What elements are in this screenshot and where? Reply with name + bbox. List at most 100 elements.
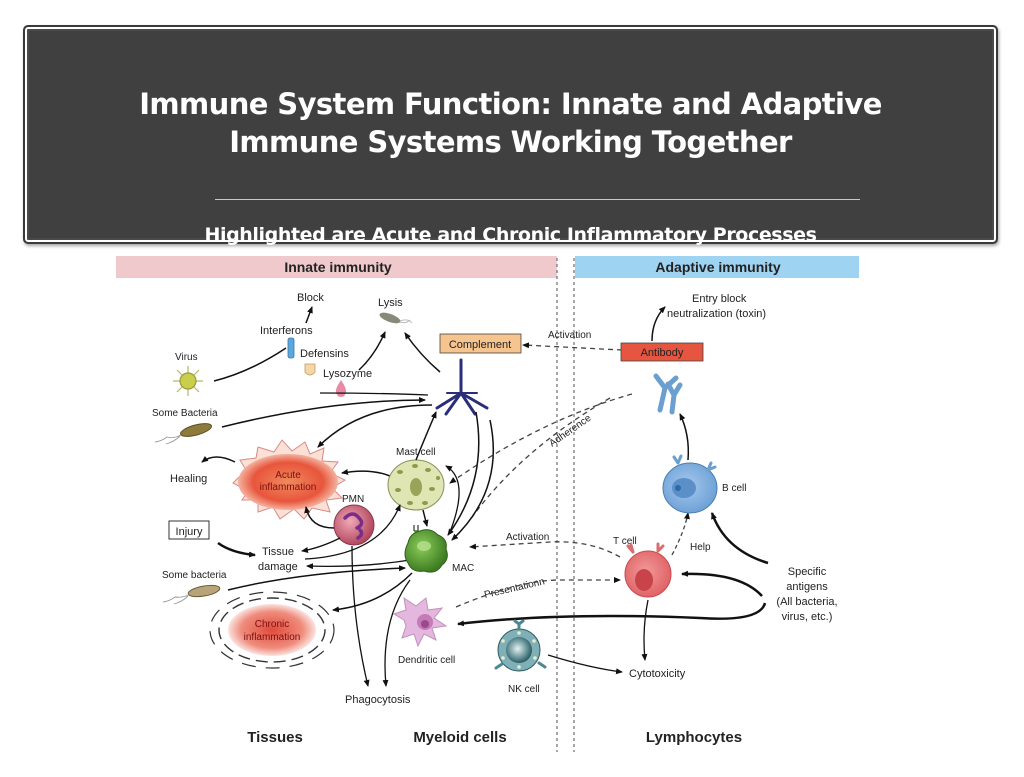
pmn-cell-icon	[333, 504, 375, 546]
arrow-nkcell-cytotoxicity	[547, 654, 623, 675]
t-cell-icon	[624, 542, 672, 598]
column-label-myeloid-cells: Myeloid cells	[413, 729, 506, 746]
bacterium-icon-top	[154, 423, 213, 445]
arrow-interferons-block	[305, 306, 313, 324]
label-mast-cell: Mast cell	[396, 447, 435, 458]
defensin-icon	[304, 363, 316, 376]
label-chronic-1: Chronic	[255, 619, 289, 630]
label-specific-2: antigens	[786, 581, 828, 593]
column-label-lymphocytes: Lymphocytes	[646, 729, 742, 746]
label-activation-mid: Activation	[506, 532, 549, 543]
dendritic-cell-icon	[392, 596, 448, 648]
arrow-lysozyme-mac-complex	[319, 392, 429, 396]
arrow-antibody-entry-block	[651, 306, 666, 342]
arrow-pmn-acute	[304, 506, 335, 529]
arrow-mast-mac-complex	[415, 411, 437, 461]
b-cell-icon	[662, 454, 718, 514]
slide-subtitle: Highlighted are Acute and Chronic Inflam…	[204, 224, 817, 246]
nk-cell-icon	[494, 619, 547, 672]
title-panel: Immune System Function: Innate and Adapt…	[23, 25, 998, 246]
macrophage-icon	[404, 525, 448, 573]
arrow-injury-tissue	[217, 541, 256, 558]
arrow-pmn-tissue	[301, 537, 341, 553]
injury-box	[168, 520, 210, 540]
arrow-mac-mast	[445, 465, 460, 533]
arrow-tcell-bcell-help	[671, 512, 690, 556]
label-mac: MAC	[452, 563, 474, 574]
membrane-attack-complex-icon	[435, 358, 489, 416]
virus-icon	[173, 366, 203, 396]
arrow-mac-complex-mac-2	[451, 419, 494, 541]
arrow-antigens-bcell	[710, 512, 769, 565]
label-pmn: PMN	[342, 494, 364, 505]
mast-cell-icon	[387, 459, 445, 511]
label-b-cell: B cell	[722, 483, 746, 494]
label-help: Help	[690, 542, 711, 553]
label-some-bacteria-top: Some Bacteria	[152, 408, 218, 419]
label-acute-1: Acute	[275, 470, 301, 481]
arrow-tcell-cytotoxicity	[641, 599, 649, 661]
label-specific-1: Specific	[788, 566, 827, 578]
slide-title-line-2: Immune Systems Working Together	[229, 125, 792, 159]
label-specific-4: virus, etc.)	[782, 611, 833, 623]
adaptive-band	[575, 256, 859, 278]
arrow-bacteria-mac	[227, 565, 406, 591]
arrow-adherence	[449, 393, 633, 484]
label-antibody: Antibody	[641, 347, 684, 359]
arrow-tissue-mast	[304, 504, 401, 560]
adaptive-band-label: Adaptive immunity	[655, 259, 780, 275]
antibody-icon	[653, 373, 683, 415]
label-t-cell: T cell	[613, 536, 637, 547]
arrow-mac-chronic	[332, 572, 413, 613]
label-acute-2: inflammation	[260, 482, 317, 493]
arrow-antibody-complement	[522, 342, 623, 351]
label-nk-cell: NK cell	[508, 684, 540, 695]
label-adherence: Adherence	[547, 412, 593, 449]
label-neutralization: neutralization (toxin)	[667, 308, 766, 320]
arrow-mast-acute	[341, 468, 391, 477]
label-defensins: Defensins	[300, 348, 349, 360]
label-complement: Complement	[449, 339, 511, 351]
label-lysis: Lysis	[378, 297, 403, 309]
arrow-adherence-mac	[469, 397, 611, 521]
label-entry-block: Entry block	[692, 293, 747, 305]
arrow-pmn-phagocytosis	[351, 545, 370, 687]
antibody-box	[620, 342, 704, 362]
arrow-mac-complex-lysis	[404, 332, 441, 373]
label-virus: Virus	[175, 352, 198, 363]
arrow-mac-complex-mac-1	[447, 411, 480, 536]
arrow-antigens-dendritic	[457, 602, 767, 627]
lysed-bacterium-icon	[379, 312, 413, 324]
arrow-mac-tissue	[306, 559, 411, 570]
label-cytotoxicity: Cytotoxicity	[629, 668, 686, 680]
innate-band	[116, 256, 557, 278]
label-interferons: Interferons	[260, 325, 313, 337]
label-phagocytosis: Phagocytosis	[345, 694, 411, 706]
innate-band-label: Innate immunity	[284, 259, 392, 275]
lysozyme-drop-icon	[335, 380, 347, 397]
label-specific-3: (All bacteria,	[776, 596, 837, 608]
label-activation-top: Activation	[548, 330, 591, 341]
arrow-mast-mac	[422, 509, 429, 527]
arrow-acute-healing	[201, 455, 236, 463]
label-injury: Injury	[176, 526, 203, 538]
arrow-lysozyme-lysis	[358, 331, 386, 371]
arrow-tcell-mac-activation	[469, 541, 621, 558]
arrow-mac-complex-acute	[317, 404, 433, 448]
arrow-bacteria-mac-complex	[221, 397, 426, 428]
label-presentation: Presentationn	[483, 576, 546, 601]
arrow-virus-interferons	[213, 347, 287, 382]
label-healing: Healing	[170, 473, 207, 485]
slide-title-line-1: Immune System Function: Innate and Adapt…	[139, 87, 882, 121]
column-label-tissues: Tissues	[247, 729, 303, 746]
interferon-icon	[287, 337, 295, 359]
arrow-mac-phagocytosis	[382, 579, 411, 687]
acute-inflammation-shape	[232, 439, 347, 520]
arrow-bcell-antibody	[679, 413, 690, 461]
chronic-inflammation-shape	[209, 591, 335, 669]
title-divider	[215, 199, 860, 200]
label-dendritic-cell: Dendritic cell	[398, 655, 455, 666]
arrow-antigens-tcell	[681, 570, 763, 597]
arrow-dendritic-tcell-presentation	[455, 577, 621, 608]
